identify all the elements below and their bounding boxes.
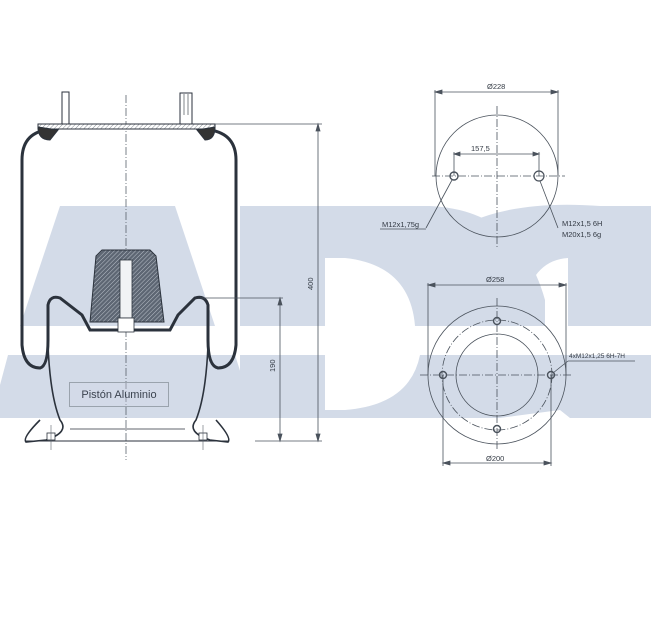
dim-outer-diameter: Ø258 — [486, 275, 504, 284]
side-dimensions — [200, 122, 322, 443]
dim-bolt-circle: Ø200 — [486, 454, 504, 463]
dim-piston-height: 190 — [268, 359, 277, 372]
thread-right-label-2: M20x1,5 6g — [562, 230, 601, 239]
watermark-logo — [0, 204, 651, 418]
bottom-view — [420, 282, 635, 466]
thread-left-label: M12x1,75g — [382, 220, 419, 229]
top-view — [380, 89, 565, 248]
dim-top-diameter: Ø228 — [487, 82, 505, 91]
dim-bolt-spacing: 157,5 — [471, 144, 490, 153]
thread-right-label-1: M12x1,5 6H — [562, 219, 602, 228]
piston-material-label: Pistón Aluminio — [69, 382, 169, 407]
side-view — [20, 91, 238, 460]
dim-total-height: 400 — [306, 277, 315, 290]
thread-holes-label: 4xM12x1,25 6H-7H — [569, 353, 625, 360]
